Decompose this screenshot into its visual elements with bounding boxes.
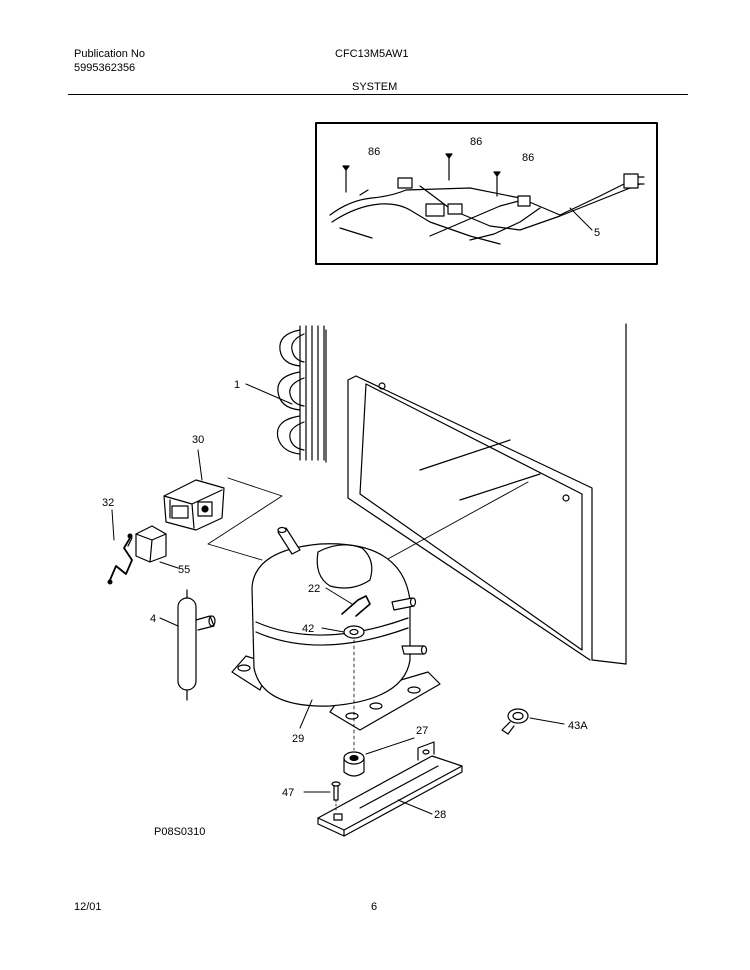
screw-86-middle: [445, 153, 453, 181]
power-plug: [623, 173, 639, 189]
publication-number: 5995362356: [74, 62, 136, 74]
harness-wire-3: [339, 227, 373, 239]
callout-29: 29: [292, 733, 304, 745]
diagram-code: P08S0310: [154, 826, 206, 838]
callout-28: 28: [434, 809, 446, 821]
callout-5: 5: [594, 227, 600, 239]
callout-47: 47: [282, 787, 294, 799]
callout-86-left: 86: [368, 146, 380, 158]
section-title: SYSTEM: [352, 81, 398, 93]
leader-42: [321, 627, 345, 633]
screw-86-left: [342, 165, 350, 193]
harness-wire-5: [429, 197, 531, 237]
callout-42: 42: [302, 623, 314, 635]
callout-86-middle: 86: [470, 136, 482, 148]
leader-5: [569, 207, 593, 231]
grommet-27: [343, 751, 365, 777]
model-number: CFC13M5AW1: [335, 48, 409, 60]
callout-55: 55: [178, 564, 190, 576]
capacitor: [127, 525, 167, 563]
wire-32: [107, 533, 133, 585]
leader-32: [111, 509, 115, 541]
harness-wire-2: [331, 203, 501, 245]
connector-c: [447, 203, 463, 215]
screw-47: [331, 781, 341, 811]
wiring-harness-inset: [315, 122, 658, 265]
relay-overload: [163, 479, 225, 531]
callout-32: 32: [102, 497, 114, 509]
compressor: [231, 526, 441, 751]
harness-wire-7: [359, 189, 369, 196]
clamp-43a: [501, 708, 529, 735]
callout-4: 4: [150, 613, 156, 625]
harness-wire-1: [329, 179, 633, 216]
callout-86-right: 86: [522, 152, 534, 164]
inset-frame: [315, 122, 658, 265]
leader-55: [159, 561, 179, 569]
leader-43a: [529, 717, 565, 725]
condenser-coil: [276, 325, 325, 461]
drier: [177, 589, 216, 701]
header-rule: [68, 94, 688, 95]
leader-27: [365, 737, 415, 755]
cabinet-outline: [325, 323, 627, 665]
connector-a: [397, 177, 413, 189]
callout-1: 1: [234, 379, 240, 391]
leader-22: [325, 587, 353, 605]
callout-30: 30: [192, 434, 204, 446]
callout-27: 27: [416, 725, 428, 737]
leader-30: [197, 449, 203, 481]
connector-d: [517, 195, 531, 207]
leader-29: [299, 699, 313, 729]
leader-4: [159, 617, 179, 627]
leader-1: [245, 383, 293, 405]
harness-wire-6: [469, 207, 541, 241]
publication-label: Publication No: [74, 48, 145, 60]
leader-28: [397, 799, 433, 815]
assembly-guide-lines: [207, 477, 529, 561]
page-number: 6: [371, 901, 378, 913]
screw-86-right: [493, 171, 501, 197]
callout-43a: 43A: [568, 720, 588, 732]
connector-b: [425, 203, 445, 217]
footer-date: 12/01: [74, 901, 102, 913]
callout-22: 22: [308, 583, 320, 595]
mounting-rail: [317, 741, 463, 837]
